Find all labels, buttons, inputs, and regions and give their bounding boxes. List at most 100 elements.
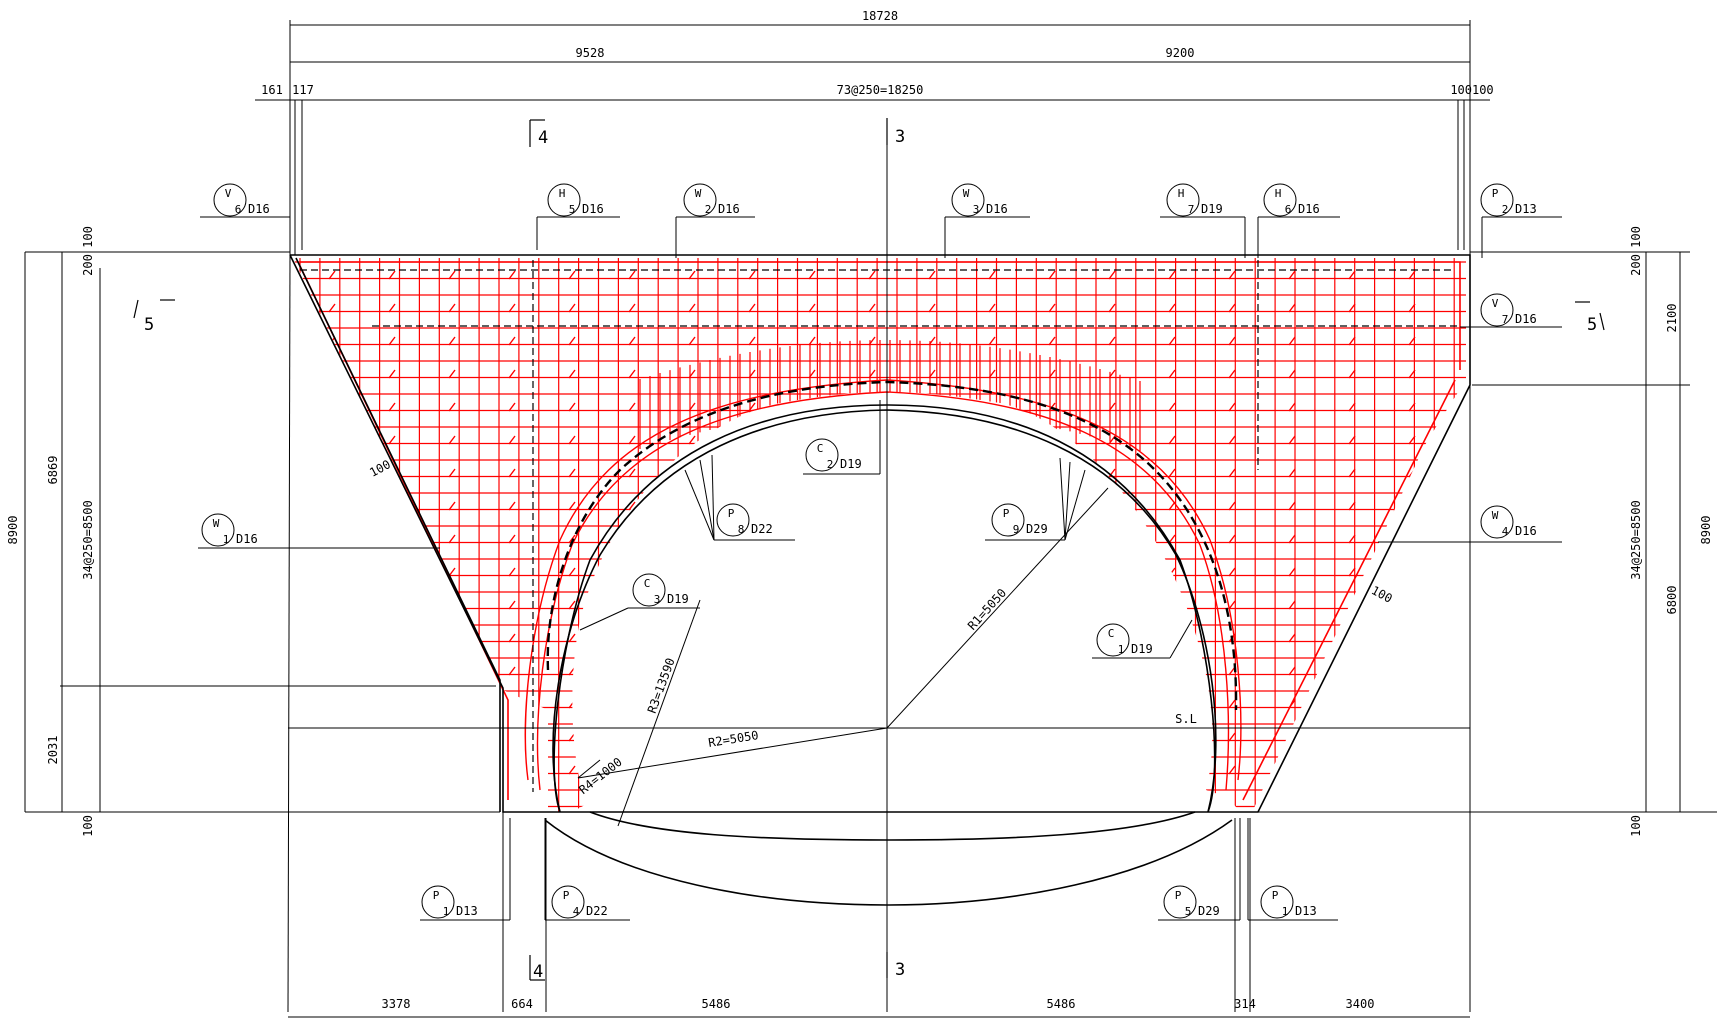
rebar-hook (688, 402, 696, 412)
rebar-hook (1108, 501, 1116, 511)
bar-mark-diameter: D22 (751, 522, 773, 536)
rebar-hook (1048, 732, 1056, 742)
rebar-hook (1108, 270, 1116, 280)
dim-bottom-5: 314 (1234, 997, 1256, 1011)
rebar-hook (1168, 402, 1176, 412)
rebar-hook (328, 732, 336, 742)
rebar-hook (1228, 369, 1236, 379)
rebar-hook (328, 765, 336, 775)
rebar-hook (628, 303, 636, 313)
rebar-hook (928, 534, 936, 544)
rebar-hook (568, 402, 576, 412)
rebar-hook (688, 336, 696, 346)
rebar-hook (628, 567, 636, 577)
rebar-hook (928, 468, 936, 478)
rebar-hook (988, 534, 996, 544)
rebar-hook (868, 666, 876, 676)
bar-mark-circle (805, 438, 839, 472)
rebar-hook (1348, 633, 1356, 643)
rebar-hook (568, 666, 576, 676)
rebar-hook (748, 402, 756, 412)
rebar-hook (388, 402, 396, 412)
rebar-hook (1408, 435, 1416, 445)
bar-mark-circle (683, 183, 717, 217)
bar-mark-letter: H (559, 187, 566, 200)
rebar-hook (448, 765, 456, 775)
rebar-hook (1408, 600, 1416, 610)
bar-mark-circle (632, 573, 666, 607)
rebar-hook (1348, 534, 1356, 544)
rebar-hook (1048, 336, 1056, 346)
rebar-hook (748, 567, 756, 577)
rebar-hook (328, 435, 336, 445)
rebar-hook (928, 666, 936, 676)
rebar-hook (328, 468, 336, 478)
bar-mark-letter: P (433, 889, 440, 902)
left-wing (295, 257, 501, 812)
rebar-hook (388, 534, 396, 544)
rebar-hook (508, 567, 516, 577)
rebar-hook (808, 501, 816, 511)
rebar-hook (988, 699, 996, 709)
bar-mark-letter: V (225, 187, 232, 200)
rebar-hook (688, 435, 696, 445)
rebar-hook (1048, 765, 1056, 775)
rebar-hook (448, 600, 456, 610)
bar-mark-number: 1 (1118, 643, 1125, 656)
rebar-hook (568, 699, 576, 709)
rebar-hook (448, 270, 456, 280)
bar-mark-number: 2 (1502, 203, 1509, 216)
bar-mark-circle (991, 503, 1025, 537)
bar-mark-number: 6 (1285, 203, 1292, 216)
rebar-hook (448, 468, 456, 478)
bar-mark-pointer (684, 469, 715, 541)
bar-mark-number: 8 (738, 523, 745, 536)
rebar-hook (1288, 534, 1296, 544)
rebar-hook (1288, 435, 1296, 445)
rebar-hook (1408, 336, 1416, 346)
rebar-hook (868, 765, 876, 775)
rebar-hook (808, 765, 816, 775)
rebar-hook (808, 600, 816, 610)
dim-bottom-1: 3378 (382, 997, 411, 1011)
rebar-hook (1288, 633, 1296, 643)
dim-top-left-a: 161 (261, 83, 283, 97)
bar-mark-circle (547, 183, 581, 217)
rebar-hook (1228, 336, 1236, 346)
rebar-hook (808, 699, 816, 709)
rebar-hook (568, 270, 576, 280)
rebar-hook (808, 303, 816, 313)
rebar-hook (1288, 567, 1296, 577)
rebar-hook (448, 435, 456, 445)
rebar-hook (748, 369, 756, 379)
rebar-hook (868, 501, 876, 511)
rebar-hook (748, 303, 756, 313)
radius-r2: R2=5050 (707, 728, 759, 750)
rebar-hook (448, 666, 456, 676)
rebar-hook (508, 699, 516, 709)
rebar-hook (868, 468, 876, 478)
rebar-hook (388, 567, 396, 577)
bar-mark-diameter: D19 (667, 592, 689, 606)
dim-right-pitch: 34@250=8500 (1629, 500, 1643, 579)
tunnel-invert-inner (589, 811, 1196, 841)
rebar-hook (1168, 270, 1176, 280)
rebar-hook (1228, 501, 1236, 511)
rebar-hook (1228, 699, 1236, 709)
bar-mark-number: 4 (573, 905, 580, 918)
rebar-hook (748, 600, 756, 610)
rebar-hook (628, 336, 636, 346)
rebar-hook (1168, 699, 1176, 709)
bar-mark-letter: C (817, 442, 824, 455)
dimension-lines (24, 24, 1717, 1018)
rebar-hook (1288, 468, 1296, 478)
rebar-hook (748, 501, 756, 511)
rebar-hook (1048, 600, 1056, 610)
rebar-hook (1288, 270, 1296, 280)
rebar-hook (1228, 270, 1236, 280)
